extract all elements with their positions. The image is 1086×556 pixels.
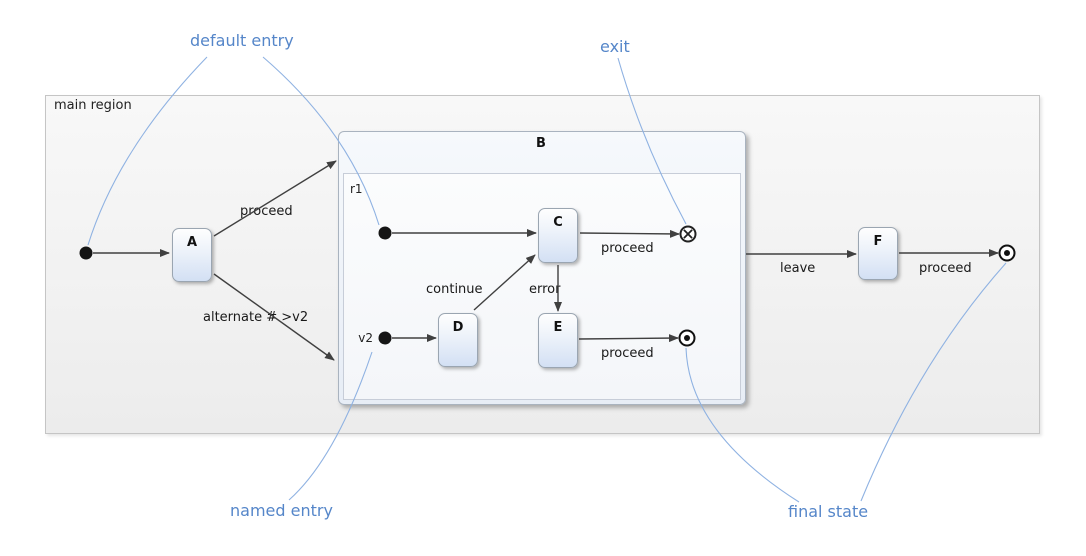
leader-final-state-to-inner-final bbox=[685, 347, 800, 503]
exit-point-icon[interactable] bbox=[679, 225, 697, 243]
composite-state-b-title: B bbox=[536, 136, 546, 151]
leader-default-entry-to-r1-entry bbox=[262, 56, 380, 226]
named-entry-v2-label: v2 bbox=[358, 331, 373, 345]
transition-label-d-to-c: continue bbox=[426, 282, 483, 297]
state-d[interactable]: D bbox=[438, 313, 478, 367]
leader-final-state-to-outer-final bbox=[860, 262, 1007, 502]
leader-named-entry-to-v2 bbox=[288, 351, 373, 501]
state-c[interactable]: C bbox=[538, 208, 578, 263]
leader-default-entry-to-initial bbox=[87, 56, 208, 246]
transition-a-to-b[interactable] bbox=[213, 160, 337, 237]
default-entry-point-icon[interactable] bbox=[378, 226, 392, 240]
transition-label-f-to-final: proceed bbox=[919, 261, 972, 276]
state-e[interactable]: E bbox=[538, 313, 578, 368]
annotation-exit: exit bbox=[600, 37, 630, 56]
initial-state-icon[interactable] bbox=[79, 246, 93, 260]
transition-c-to-exit[interactable] bbox=[579, 229, 680, 238]
leader-exit-to-exit-node bbox=[617, 57, 687, 225]
state-a[interactable]: A bbox=[172, 228, 212, 282]
transition-a-to-v2[interactable] bbox=[213, 273, 335, 361]
transition-e-to-final[interactable] bbox=[578, 334, 679, 343]
named-entry-point-v2-icon[interactable] bbox=[378, 331, 392, 345]
region-r1-label: r1 bbox=[350, 182, 363, 196]
final-state-outer-icon[interactable] bbox=[998, 244, 1016, 262]
transition-label-a-to-b: proceed bbox=[240, 204, 293, 219]
annotation-final-state: final state bbox=[788, 502, 869, 521]
state-f[interactable]: F bbox=[858, 227, 898, 280]
transition-label-e-to-final: proceed bbox=[601, 346, 654, 361]
transition-label-a-to-v2: alternate # >v2 bbox=[203, 310, 309, 325]
final-state-inner-icon[interactable] bbox=[678, 329, 696, 347]
annotation-named-entry: named entry bbox=[230, 501, 333, 520]
transition-label-b-to-f: leave bbox=[780, 261, 816, 276]
main-region-label: main region bbox=[54, 98, 132, 113]
annotation-default-entry: default entry bbox=[190, 31, 294, 50]
transition-d-to-c[interactable] bbox=[473, 254, 536, 311]
transition-label-c-to-exit: proceed bbox=[601, 241, 654, 256]
transition-label-c-to-e: error bbox=[529, 282, 561, 297]
